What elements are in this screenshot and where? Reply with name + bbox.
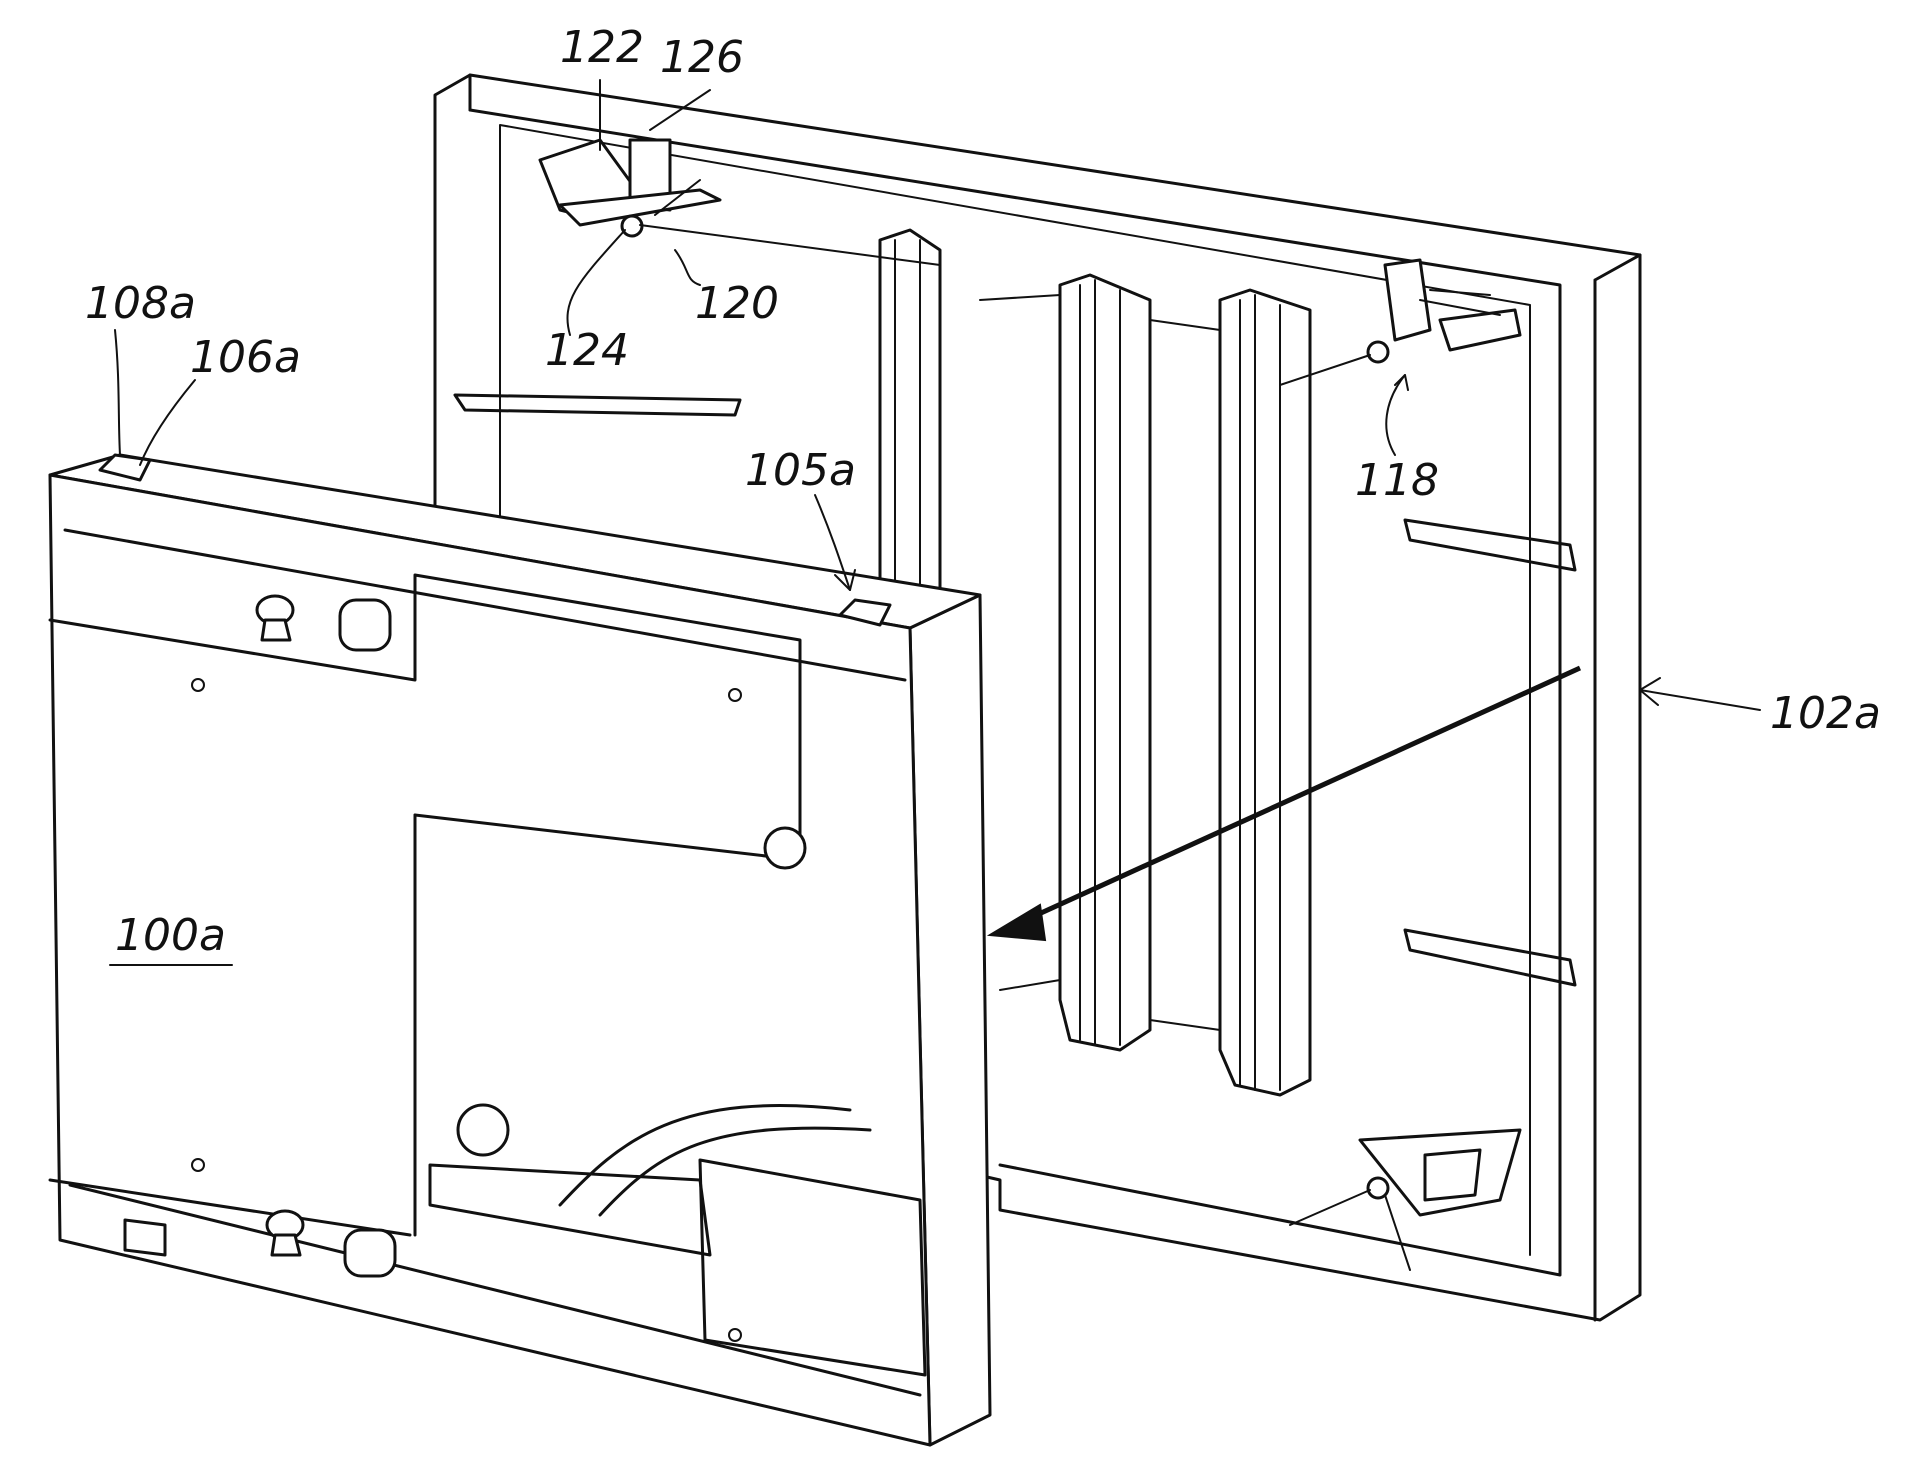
ref-label-106a: 106a	[190, 332, 301, 383]
ref-label-120: 120	[695, 278, 779, 329]
rib-right	[1220, 290, 1310, 1095]
leader-102a	[1640, 690, 1760, 710]
keyhole-upper	[257, 596, 293, 640]
ref-label-124: 124	[545, 325, 629, 376]
cam-knob-upper-right	[765, 828, 805, 868]
leader-108a	[115, 330, 120, 455]
ref-label-100a: 100a	[115, 910, 226, 961]
module-lower-latch	[125, 1220, 165, 1255]
ref-label-105a: 105a	[745, 445, 856, 496]
ref-label-122: 122	[560, 22, 644, 73]
ref-label-102a: 102a	[1770, 688, 1881, 739]
keyhole-lower	[267, 1211, 303, 1255]
rib-center	[1060, 275, 1150, 1050]
rib-left	[880, 230, 940, 600]
ref-label-108a: 108a	[85, 278, 196, 329]
cam-knob-lower	[345, 1230, 395, 1276]
cam-knob-center	[458, 1105, 508, 1155]
cam-knob-upper	[340, 600, 390, 650]
leader-106a	[140, 380, 195, 465]
ref-label-118: 118	[1355, 455, 1439, 506]
ref-label-126: 126	[660, 32, 744, 83]
